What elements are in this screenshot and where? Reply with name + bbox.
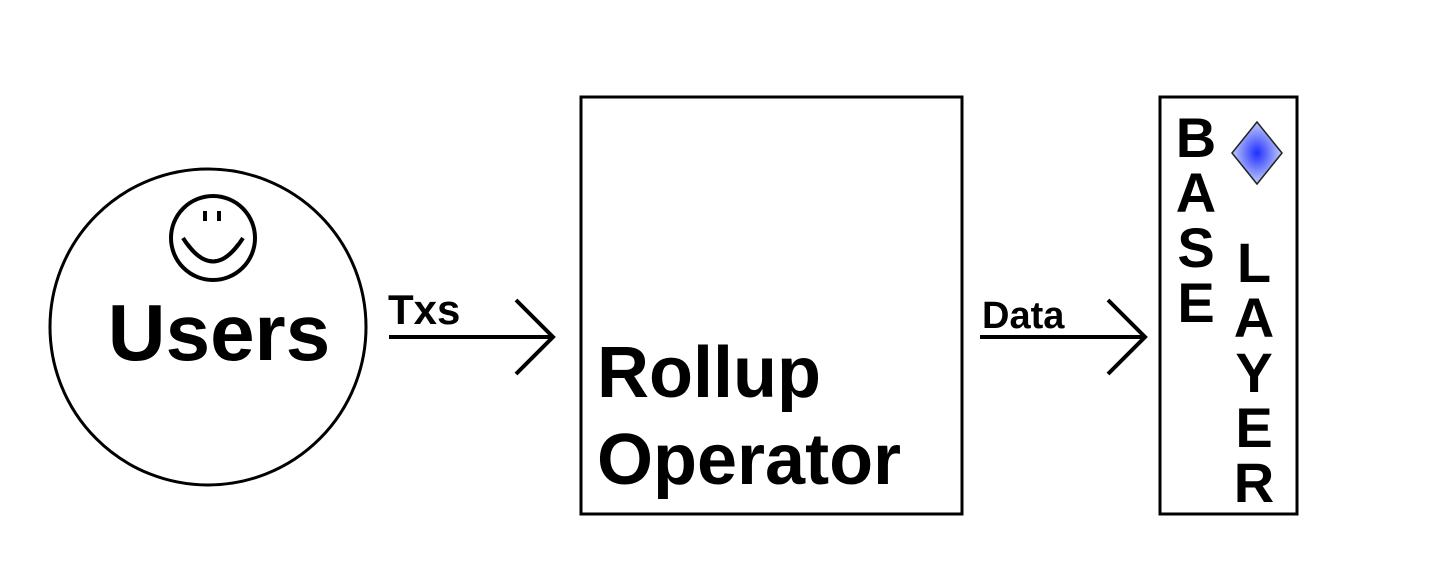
txs-arrow-head [514, 298, 556, 376]
base-letter-2: A [1176, 161, 1216, 224]
ethereum-diamond-icon [1231, 120, 1283, 186]
data-label: Data [982, 295, 1065, 337]
operator-label-line2: Operator [597, 420, 901, 500]
users-circle [48, 167, 368, 487]
base-letter-3: S [1177, 216, 1214, 279]
smiley-icon [169, 194, 257, 282]
operator-box [579, 95, 964, 516]
base-layer-box [1158, 95, 1299, 516]
layer-letter-1: L [1237, 231, 1271, 294]
operator-node: Rollup Operator [579, 95, 964, 516]
users-node: Users [48, 167, 368, 487]
layer-letter-5: R [1234, 451, 1274, 514]
users-label: Users [108, 288, 330, 377]
base-letter-1: B [1176, 106, 1216, 169]
txs-label: Txs [388, 286, 460, 333]
layer-letter-4: E [1235, 396, 1272, 459]
data-edge: Data [980, 295, 1148, 376]
data-arrow-head [1106, 298, 1148, 376]
operator-label-line1: Rollup [597, 333, 821, 413]
txs-edge: Txs [388, 286, 556, 376]
base-layer-node: B A S E L A Y E R [1158, 95, 1299, 516]
layer-letter-3: Y [1235, 341, 1272, 404]
base-letter-4: E [1177, 271, 1214, 334]
layer-letter-2: A [1234, 286, 1274, 349]
